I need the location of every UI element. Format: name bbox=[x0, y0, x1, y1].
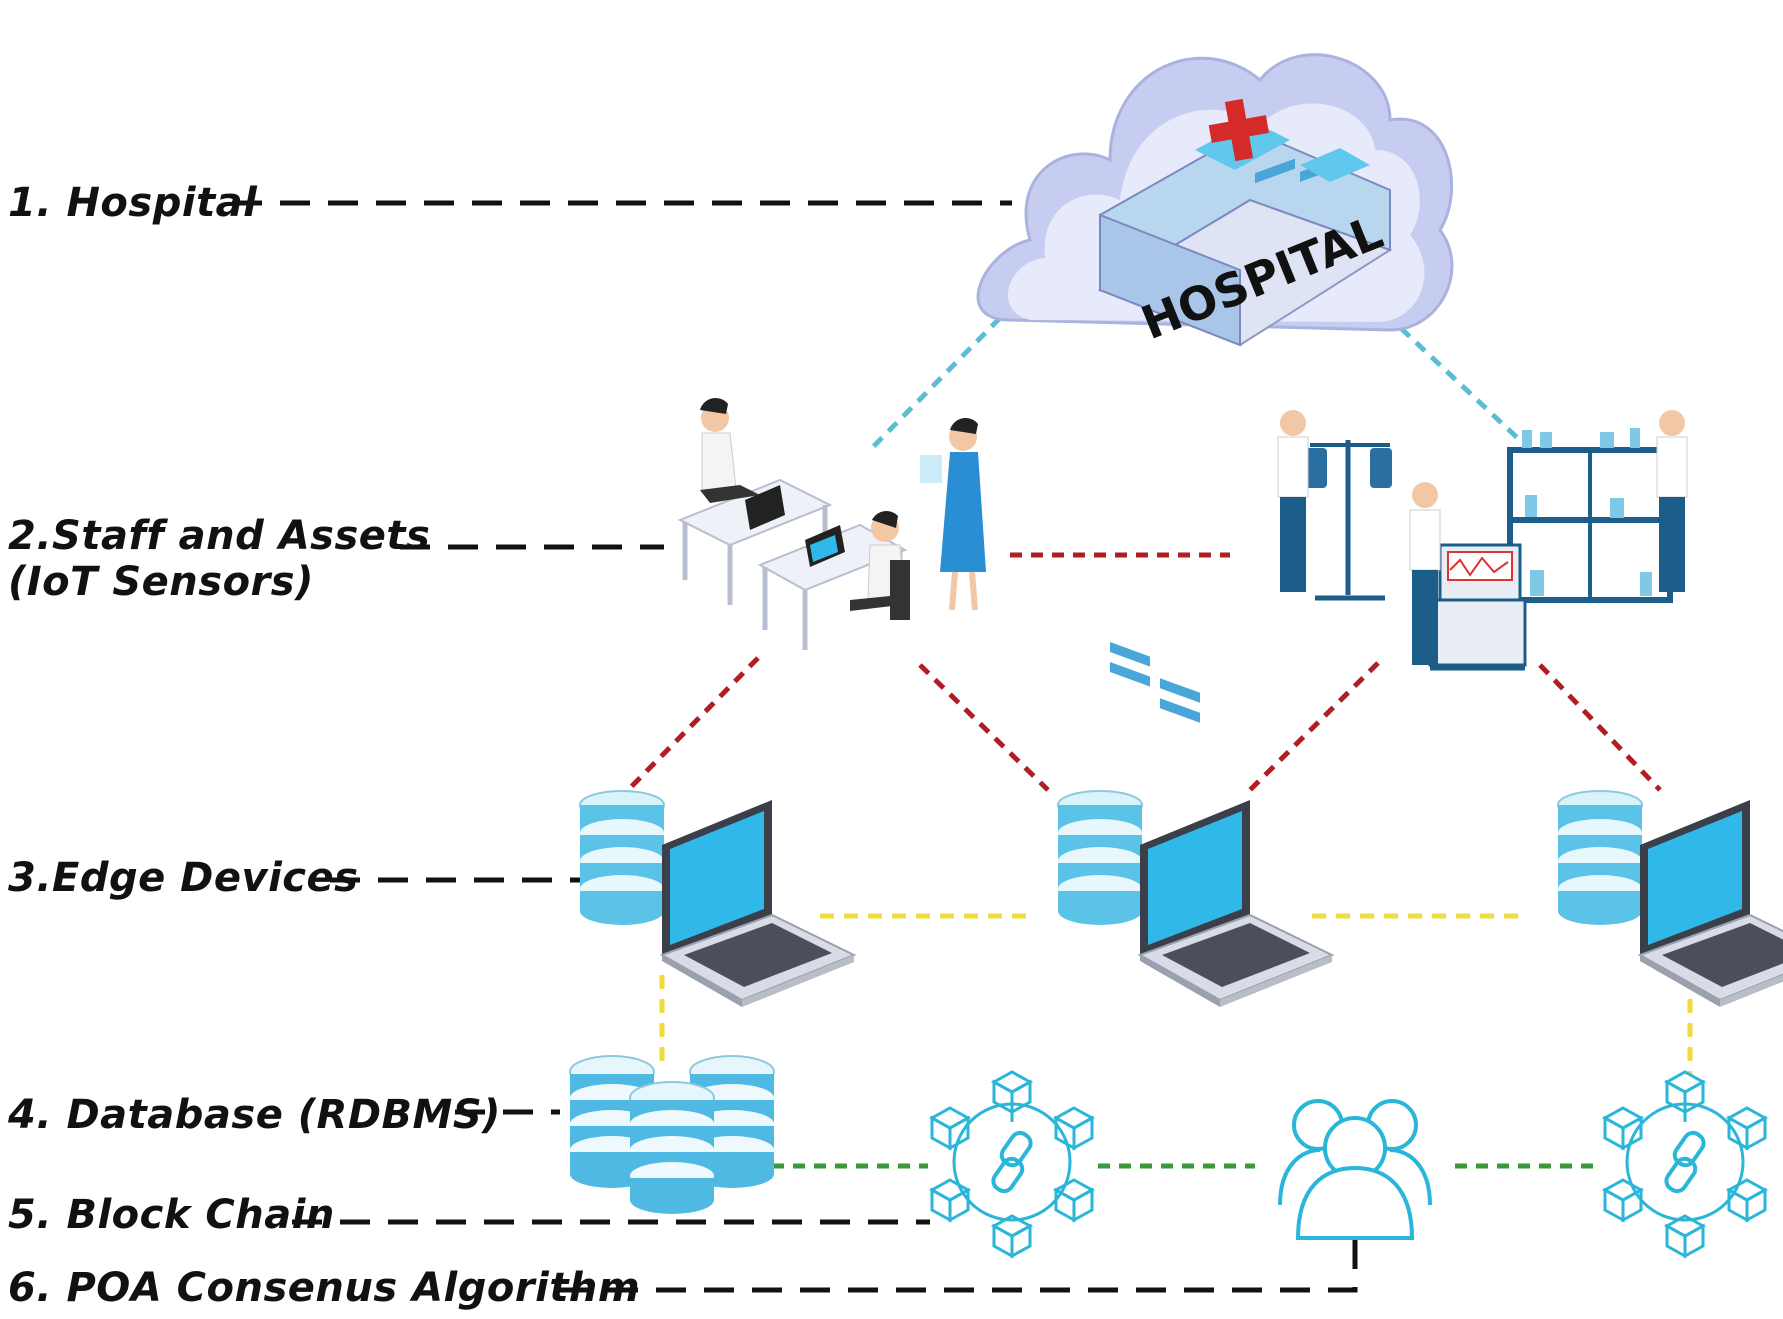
edge-links bbox=[659, 913, 1693, 1075]
edge-device-3 bbox=[1557, 790, 1783, 1008]
blockchain-network-icon bbox=[932, 1072, 1092, 1256]
medical-equipment-icon bbox=[1277, 410, 1688, 671]
layer-label-edge-devices: 3.Edge Devices bbox=[8, 855, 359, 901]
user-group-icon bbox=[1278, 1099, 1432, 1240]
layer-label-blockchain: 5. Block Chain bbox=[8, 1192, 335, 1238]
staff-office-icon bbox=[677, 397, 986, 650]
edge-device-1 bbox=[579, 790, 855, 1008]
cloud-links bbox=[868, 283, 1527, 452]
layer-label-staff-assets: 2.Staff and Assets (IoT Sensors) bbox=[8, 513, 430, 605]
red-cross-icon bbox=[1208, 98, 1269, 162]
edge-device-2 bbox=[1057, 790, 1333, 1008]
hospital-cloud-icon: HOSPITAL bbox=[976, 53, 1454, 723]
leader-line-consensus bbox=[560, 1238, 1358, 1293]
blockchain-network-icon-2 bbox=[1605, 1072, 1765, 1256]
leader-lines bbox=[232, 200, 1358, 1293]
database-cluster-icon bbox=[569, 1055, 775, 1215]
layer-label-consensus: 6. POA Consenus Algorithm bbox=[8, 1265, 641, 1311]
layer-label-hospital: 1. Hospital bbox=[8, 180, 258, 226]
iot-links bbox=[626, 552, 1662, 792]
layer-label-staff-line2: (IoT Sensors) bbox=[8, 559, 314, 605]
layer-label-staff-line1: 2.Staff and Assets bbox=[8, 513, 431, 559]
layer-label-database: 4. Database (RDBMS) bbox=[8, 1092, 501, 1138]
